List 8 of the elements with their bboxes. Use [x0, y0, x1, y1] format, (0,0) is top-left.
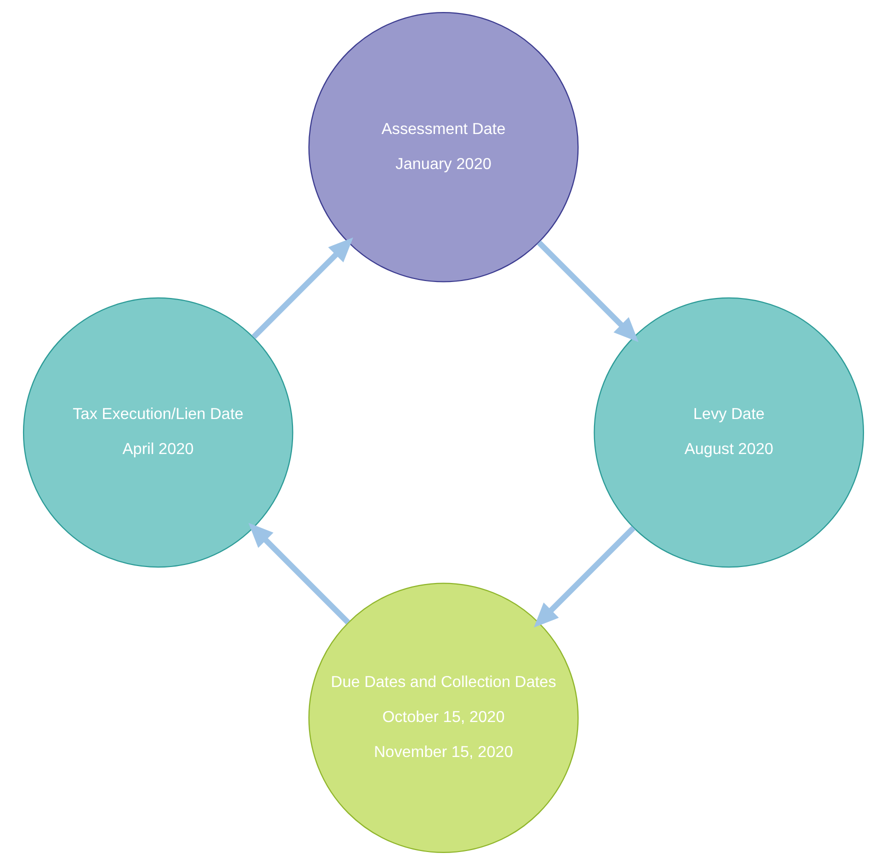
- node-circle: Tax Execution/Lien Date April 2020: [22, 297, 293, 568]
- arrow: [248, 522, 350, 624]
- arrow: [251, 237, 353, 340]
- arrow: [536, 240, 638, 342]
- arrow: [533, 526, 635, 628]
- node-circle: Due Dates and Collection Dates October 15, 2020 November 15, 2020: [308, 582, 578, 854]
- node-circle: Levy Date August 2020: [593, 297, 864, 568]
- node-circle: Assessment Date January 2020: [308, 12, 578, 282]
